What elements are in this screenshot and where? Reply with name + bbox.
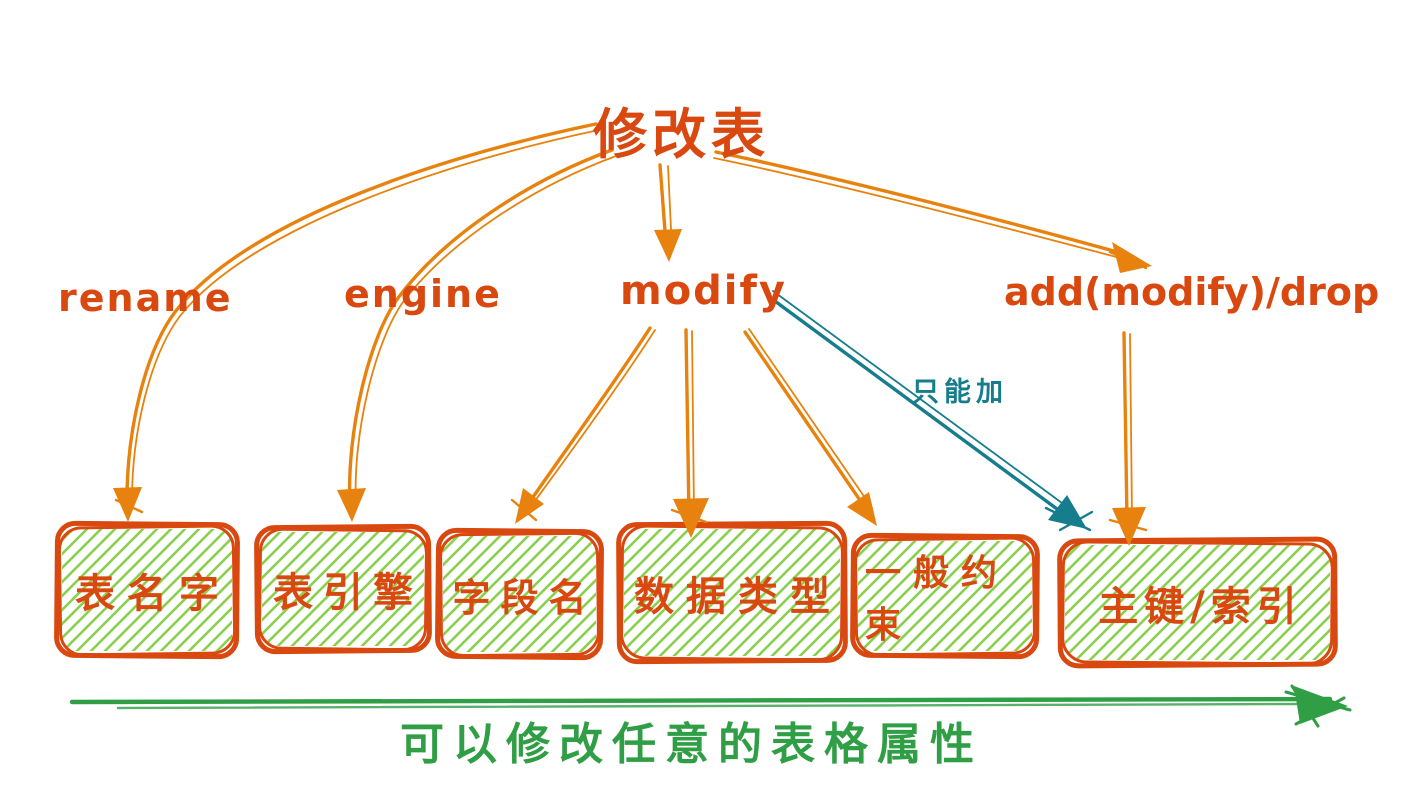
- arrow-modify-to-data-type: [670, 328, 709, 538]
- box-data-type: [616, 520, 848, 665]
- box-label-data-type: 数据类型: [634, 573, 842, 620]
- arrow-modify-only-add: [766, 290, 1094, 532]
- branch-label-engine: engine: [344, 272, 502, 316]
- box-label-table-name: 表名字: [75, 571, 231, 617]
- arrow-footer: [69, 684, 1352, 728]
- arrow-add-to-primary-key: [1108, 331, 1148, 546]
- arrow-modify-to-constraint: [743, 328, 877, 526]
- box-general-constraint: [850, 532, 1040, 660]
- box-label-general-constraint: 一般约束: [865, 553, 1010, 646]
- edge-note-only-add: 只能加: [912, 377, 1008, 408]
- box-label-field-name: 字段名: [452, 575, 597, 620]
- box-primary-key-index: [1057, 536, 1338, 669]
- footer-caption: 可以修改任意的表格属性: [400, 719, 983, 770]
- arrow-root-to-rename: [113, 122, 600, 522]
- box-table-name: [54, 520, 240, 660]
- arrow-modify-to-field-name: [510, 326, 656, 524]
- arrow-root-to-engine: [337, 148, 617, 522]
- box-field-name: [435, 527, 604, 661]
- root-node-label: 修改表: [593, 103, 770, 166]
- branch-label-rename: rename: [58, 276, 233, 320]
- arrow-root-to-add: [713, 150, 1152, 273]
- branch-label-add-modify-drop: add(modify)/drop: [1004, 270, 1380, 314]
- arrow-root-to-modify: [654, 163, 682, 262]
- box-table-engine: [254, 523, 432, 655]
- box-label-primary-key-index: 主键/索引: [1098, 583, 1303, 630]
- branch-label-modify: modify: [620, 268, 787, 314]
- box-label-table-engine: 表引擎: [273, 570, 423, 616]
